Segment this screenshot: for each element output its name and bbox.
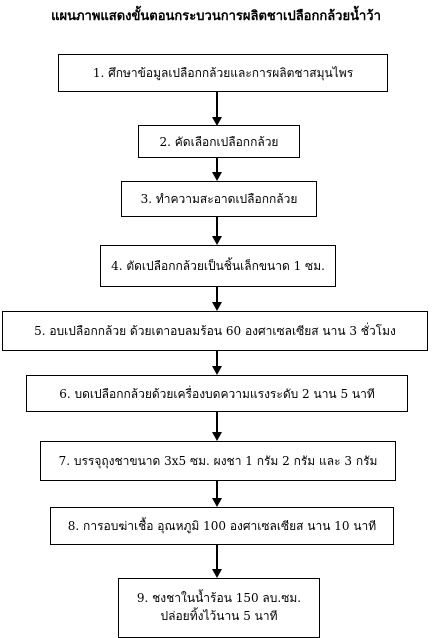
flow-arrow-1-2	[212, 92, 222, 126]
flow-arrow-4-5	[212, 287, 222, 311]
flow-step-5-text: 5. อบเปลือกกล้วย ด้วยเตาอบลมร้อน 60 องศา…	[34, 324, 396, 338]
flow-arrow-5-6	[212, 351, 222, 375]
flow-arrow-6-7	[212, 412, 222, 441]
flow-step-7-text: 7. บรรจุถุงชาขนาด 3x5 ซม. ผงชา 1 กรัม 2 …	[58, 454, 378, 468]
flow-step-8-text: 8. การอบฆ่าเชื้อ อุณหภูมิ 100 องศาเซลเซี…	[67, 519, 377, 533]
flow-arrow-2-3	[212, 158, 222, 181]
flow-step-1-text: 1. ศึกษาข้อมูลเปลือกกล้วยและการผลิตชาสมุ…	[92, 66, 354, 80]
flow-step-7: 7. บรรจุถุงชาขนาด 3x5 ซม. ผงชา 1 กรัม 2 …	[40, 441, 396, 481]
flow-step-4: 4. ตัดเปลือกกล้วยเป็นชิ้นเล็กขนาด 1 ซม.	[100, 245, 336, 287]
flow-step-6-text: 6. บดเปลือกกล้วยด้วยเครื่องบดความแรงระดั…	[59, 386, 375, 401]
flow-arrow-3-4	[212, 217, 222, 245]
flow-step-1: 1. ศึกษาข้อมูลเปลือกกล้วยและการผลิตชาสมุ…	[58, 54, 388, 92]
flow-step-9: 9. ชงชาในน้ำร้อน 150 ลบ.ซม. ปล่อยทิ้งไว้…	[118, 578, 320, 638]
flow-step-2: 2. คัดเลือกเปลือกกล้วย	[138, 125, 300, 158]
flow-step-3: 3. ทำความสะอาดเปลือกกล้วย	[121, 181, 317, 217]
flow-step-9-text: 9. ชงชาในน้ำร้อน 150 ลบ.ซม.	[136, 591, 302, 605]
page-title: แผนภาพแสดงขั้นตอนกระบวนการผลิตชาเปลือกกล…	[51, 9, 381, 24]
flow-step-3-text: 3. ทำความสะอาดเปลือกกล้วย	[140, 192, 298, 206]
flow-arrow-8-9	[212, 545, 222, 578]
flow-step-6: 6. บดเปลือกกล้วยด้วยเครื่องบดความแรงระดั…	[26, 375, 408, 412]
flow-step-5: 5. อบเปลือกกล้วย ด้วยเตาอบลมร้อน 60 องศา…	[2, 311, 428, 351]
flow-arrow-7-8	[212, 481, 222, 507]
flow-step-9-text-line2: ปล่อยทิ้งไว้นาน 5 นาที	[160, 609, 278, 623]
flow-step-2-text: 2. คัดเลือกเปลือกกล้วย	[159, 134, 279, 149]
flow-step-8: 8. การอบฆ่าเชื้อ อุณหภูมิ 100 องศาเซลเซี…	[50, 507, 394, 545]
flow-step-4-text: 4. ตัดเปลือกกล้วยเป็นชิ้นเล็กขนาด 1 ซม.	[111, 259, 325, 273]
